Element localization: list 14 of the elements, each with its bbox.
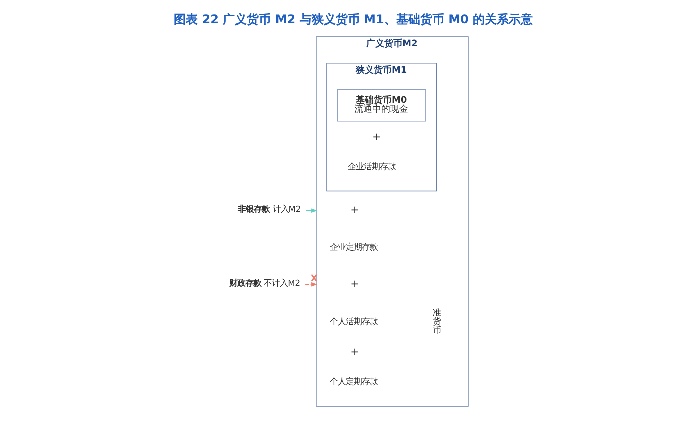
node-text: 准货币 xyxy=(432,307,441,336)
diagram-title: 图表 22 广义货币 M2 与狭义货币 M1、基础货币 M0 的关系示意 xyxy=(174,12,533,26)
node-box: 基础货币M0 流通中的现金 xyxy=(337,89,426,122)
node-text: 个人活期存款 xyxy=(329,316,378,326)
node-text: 企业定期存款 xyxy=(329,242,378,252)
node-text: 财政存款不计入M2 xyxy=(229,278,300,288)
node-text: + xyxy=(350,204,359,217)
node-text: + xyxy=(350,346,359,359)
node-text: 非银存款计入M2 xyxy=(238,204,301,214)
node-text: 个人定期存款 xyxy=(329,376,378,387)
node-text: + xyxy=(372,131,381,144)
arrow xyxy=(304,282,318,287)
node-text: 企业活期存款 xyxy=(348,161,396,172)
node-text: + xyxy=(350,278,359,290)
